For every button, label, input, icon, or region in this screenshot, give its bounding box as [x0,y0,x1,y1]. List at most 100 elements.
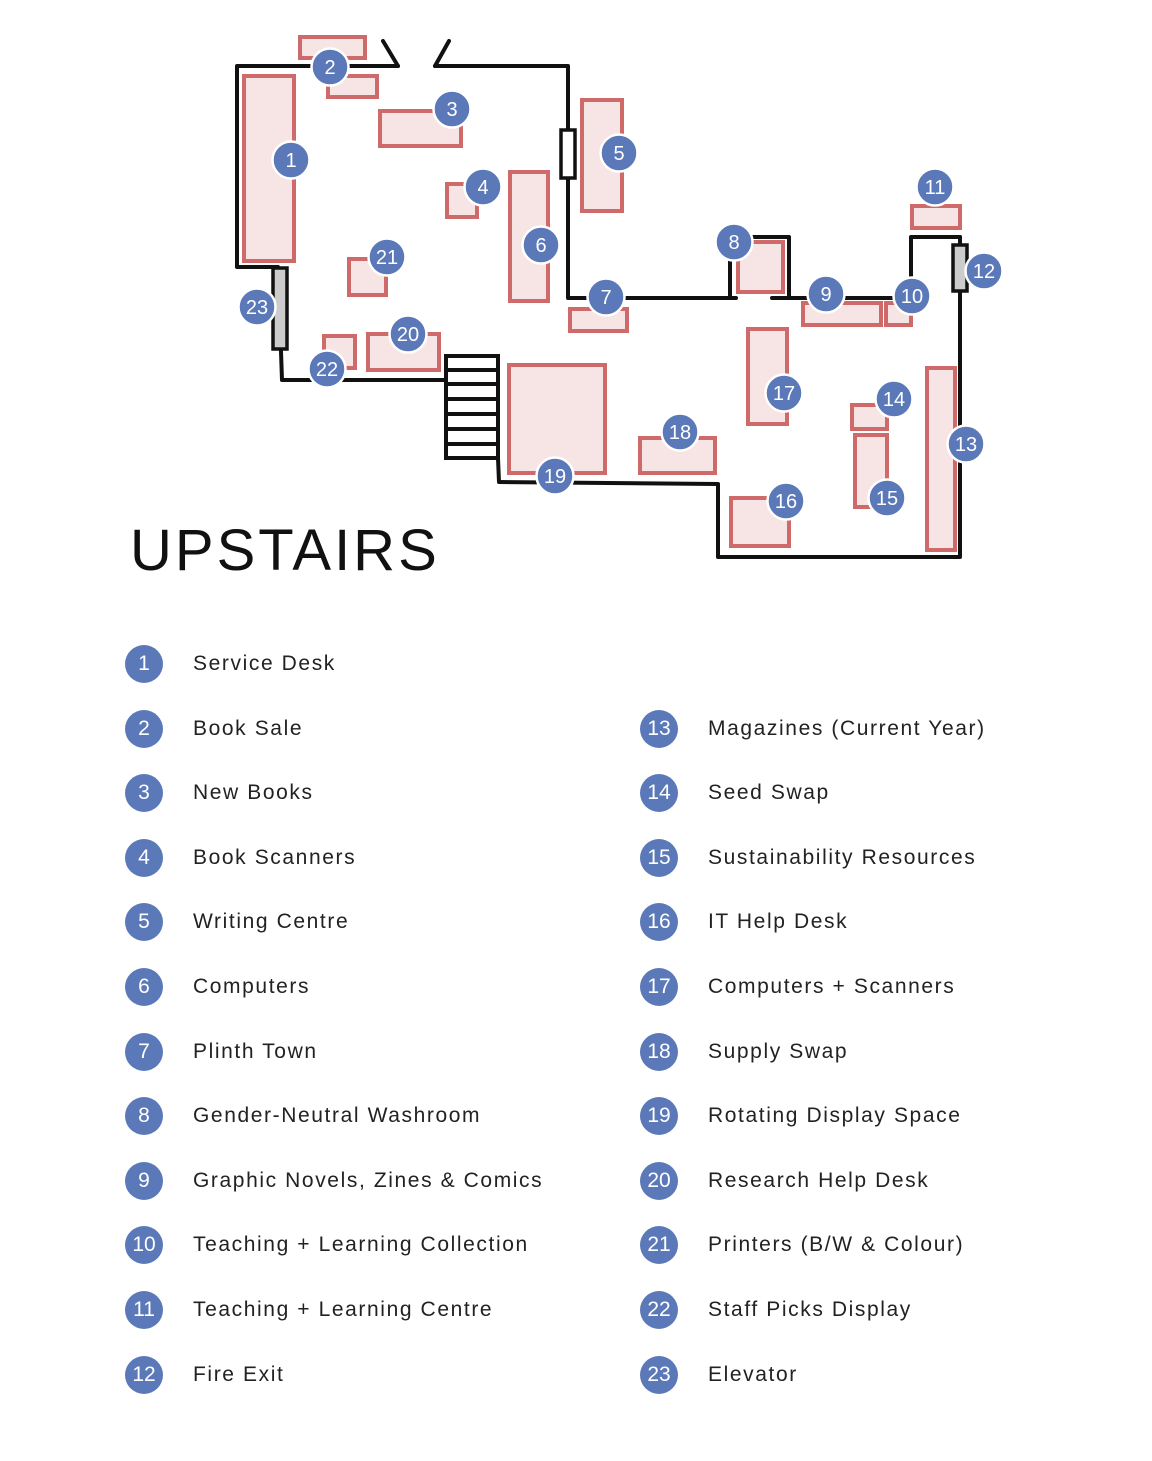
map-marker-2: 2 [310,47,350,87]
zone-21 [347,257,388,297]
map-marker-number: 23 [246,297,268,319]
legend-label: Research Help Desk [708,1168,930,1192]
legend-item-8: 8 Gender-Neutral Washroom [125,1096,481,1136]
legend-number-badge: 12 [125,1355,163,1394]
map-marker-circle [660,412,700,452]
legend-number-badge: 9 [125,1161,163,1200]
map-marker-circle [874,379,914,419]
legend-number-badge: 8 [125,1097,163,1136]
legend-item-16: 16 IT Help Desk [640,902,848,942]
map-marker-number: 1 [285,150,296,172]
map-marker-8: 8 [714,222,754,262]
legend-label: Magazines (Current Year) [708,716,986,740]
legend-label: Gender-Neutral Washroom [193,1104,482,1128]
legend-item-13: 13 Magazines (Current Year) [640,709,986,749]
map-marker-circle [766,481,806,521]
map-marker-number: 12 [973,261,995,283]
map-marker-number: 9 [820,284,831,306]
map-marker-circle [237,287,277,327]
legend-item-9: 9 Graphic Novels, Zines & Comics [125,1161,543,1201]
legend-label: Plinth Town [193,1039,318,1063]
map-marker-13: 13 [946,424,986,464]
legend-number-badge: 4 [125,838,163,877]
map-marker-3: 3 [432,89,472,129]
legend-label: Computers + Scanners [708,975,956,998]
map-marker-number: 19 [544,466,566,488]
legend-number-badge: 14 [640,774,678,813]
map-marker-number: 2 [324,57,335,79]
legend-number-badge: 13 [640,709,678,748]
legend-label: Service Desk [193,652,336,675]
legend-number-badge: 16 [640,903,678,942]
map-marker-16: 16 [766,481,806,521]
map-marker-circle [271,140,311,180]
legend-number-badge: 6 [125,968,163,1006]
legend-number-badge: 22 [640,1291,678,1329]
map-marker-12: 12 [964,251,1004,291]
map-marker-circle [307,349,347,389]
map-marker-number: 22 [316,359,338,381]
legend-label: Rotating Display Space [708,1104,962,1128]
map-marker-circle [867,478,907,518]
map-marker-18: 18 [660,412,700,452]
map-marker-circle [367,237,407,277]
zone-11 [910,204,962,230]
legend-label: IT Help Desk [708,910,849,934]
zone-13 [925,366,957,552]
map-marker-number: 16 [775,491,797,513]
legend-number-badge: 3 [125,774,163,813]
map-marker-number: 18 [669,422,691,444]
map-marker-7: 7 [586,277,626,317]
map-marker-6: 6 [521,225,561,265]
legend-number-badge: 19 [640,1097,678,1136]
legend-label: Fire Exit [193,1362,285,1386]
legend-number-badge: 11 [125,1291,163,1329]
legend-number-badge: 17 [640,968,678,1006]
map-marker-number: 4 [477,177,488,199]
legend-label: Computers [193,975,311,998]
map-marker-circle [764,373,804,413]
map-marker-5: 5 [599,133,639,173]
legend-label: Teaching + Learning Centre [193,1298,494,1321]
zone-8 [736,240,785,294]
legend-label: Elevator [708,1362,798,1386]
map-marker-number: 21 [376,247,398,269]
legend-label: Seed Swap [708,781,830,805]
map-marker-number: 5 [613,143,624,165]
legend-label: Graphic Novels, Zines & Comics [193,1168,544,1192]
legend-label: Book Scanners [193,845,357,869]
map-marker-number: 7 [600,287,611,309]
map-marker-17: 17 [764,373,804,413]
map-marker-circle [388,314,428,354]
legend-label: New Books [193,781,314,805]
map-marker-circle [432,89,472,129]
legend-label: Teaching + Learning Collection [193,1233,529,1257]
map-marker-1: 1 [271,140,311,180]
legend-number-badge: 18 [640,1032,678,1071]
map-marker-19: 19 [535,456,575,496]
map-marker-11: 11 [915,167,955,207]
map-marker-circle [521,225,561,265]
legend-label: Supply Swap [708,1039,849,1063]
map-marker-circle [915,167,955,207]
map-marker-circle [964,251,1004,291]
legend-item-19: 19 Rotating Display Space [640,1096,962,1136]
map-marker-circle [714,222,754,262]
legend-item-6: 6 Computers [125,967,310,1007]
map-marker-4: 4 [463,167,503,207]
page-title: UPSTAIRS [130,518,440,583]
map-marker-number: 11 [925,177,946,199]
map-marker-number: 13 [955,434,977,456]
map-marker-number: 3 [446,99,457,121]
map-marker-number: 15 [876,488,898,510]
map-marker-15: 15 [867,478,907,518]
